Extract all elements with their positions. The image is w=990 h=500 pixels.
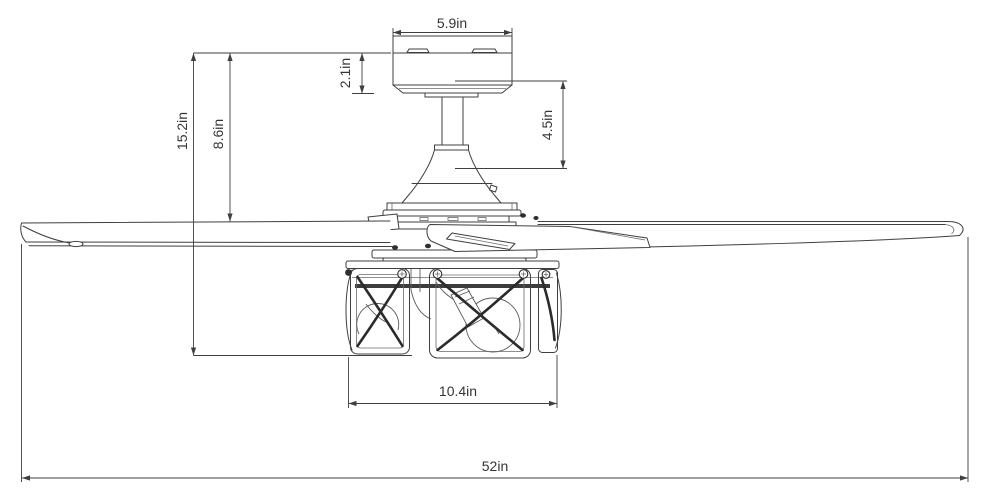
arrowhead — [549, 400, 557, 407]
right-blade-tip — [947, 221, 964, 236]
cage-left-frame-outer — [350, 268, 410, 355]
cage-screws — [345, 269, 551, 279]
dimensions: 5.9in 2.1in 4.5in 15.2in — [21, 15, 969, 482]
motor-lower-ring — [395, 215, 510, 223]
dim-blade-span: 52in — [21, 237, 969, 482]
arrowhead — [22, 475, 30, 481]
canopy-screw-slot-right — [471, 48, 498, 53]
ring-screw-1 — [419, 217, 429, 221]
cage-screw-cross — [399, 271, 405, 277]
arrowhead — [393, 29, 401, 36]
motor-flange-top — [386, 202, 518, 211]
left-blade-top-edge — [21, 220, 391, 224]
cage-right — [538, 269, 562, 353]
left-blade-lower-edge — [25, 241, 391, 243]
arrowhead — [560, 81, 566, 89]
cage-left-side-arc — [345, 269, 353, 351]
right-blade-tip-inner — [944, 224, 955, 235]
dim-canopy-height-label: 2.1in — [337, 58, 353, 88]
arrowhead — [190, 53, 197, 61]
plate-screw-bump — [392, 245, 398, 250]
extension-line — [21, 237, 969, 482]
canopy-screw-slot-left — [406, 48, 430, 53]
cage-center-brace-2 — [436, 277, 524, 352]
dim-ceiling-to-blades: 8.6in — [210, 53, 233, 222]
motor-flange-lip — [382, 209, 522, 217]
left-blade-face — [20, 221, 392, 247]
extension-line — [392, 28, 513, 36]
arrowhead — [190, 347, 197, 356]
front-blade-iron-slot-line — [454, 235, 509, 247]
cage-screw-end-left — [345, 269, 352, 276]
extension-line — [348, 355, 558, 408]
arrowhead — [560, 160, 566, 169]
arrowhead — [960, 475, 968, 481]
left-bulb-line — [365, 303, 387, 323]
cage-left-frame-inner — [356, 274, 404, 349]
ring-screw-3 — [477, 217, 487, 221]
dim-canopy-width-label: 5.9in — [437, 15, 467, 31]
socket-curve — [410, 289, 432, 320]
left-blade-iron-tip — [68, 240, 84, 248]
motor-bell — [401, 149, 502, 204]
ring-screw-2 — [447, 217, 459, 221]
canopy-step — [424, 92, 479, 98]
cage-left — [345, 268, 410, 355]
dim-downrod-length-label: 4.5in — [539, 110, 555, 140]
downrod — [434, 96, 469, 151]
motor-bell-clip — [489, 184, 498, 193]
fan-drawing — [20, 35, 964, 359]
left-blade-sweep — [22, 225, 71, 244]
front-blade — [426, 224, 651, 252]
cage-center-frame-outer — [429, 268, 531, 359]
arrowhead — [227, 213, 233, 222]
left-blade-tip — [20, 222, 27, 243]
dim-overall-height-label: 15.2in — [174, 112, 190, 150]
motor-housing — [367, 149, 522, 232]
cage-right-side-arc — [555, 272, 562, 349]
cage-screw-cross — [435, 271, 440, 277]
canopy-taper — [392, 84, 513, 94]
light-kit — [345, 260, 562, 359]
front-blade-crease — [569, 226, 646, 241]
canopy — [392, 35, 513, 98]
screw-bump — [533, 216, 539, 220]
arrowhead — [227, 53, 233, 61]
dim-canopy-width: 5.9in — [392, 15, 513, 36]
cage-left-brace-2 — [356, 275, 404, 348]
dim-downrod-length: 4.5in — [455, 80, 567, 169]
cage-screw-cross — [521, 271, 526, 277]
cage-right-brace — [540, 276, 556, 342]
socket-hardware — [410, 269, 455, 320]
left-blade — [20, 220, 393, 248]
center-bulb-hatch-2 — [458, 296, 475, 305]
cage-right-frame — [538, 269, 558, 353]
cage-screw-cross — [543, 272, 549, 277]
center-bulb-globe — [465, 297, 521, 353]
left-blade-bottom-edge — [28, 245, 393, 247]
dim-ceiling-to-blades-label: 8.6in — [210, 119, 226, 149]
canopy-body — [392, 52, 513, 86]
dim-blade-span-label: 52in — [482, 458, 508, 474]
cage-center-frame-inner — [435, 274, 525, 352]
arrowhead — [348, 400, 357, 407]
cage-center — [429, 268, 531, 359]
arrowhead — [359, 53, 365, 61]
downrod-collar — [434, 144, 469, 151]
dim-overall-height: 15.2in — [174, 53, 412, 356]
dim-canopy-height: 2.1in — [337, 53, 374, 94]
plate-screw-bump — [425, 243, 431, 249]
arrowhead — [504, 29, 512, 36]
arrowhead — [359, 85, 365, 94]
dim-light-kit-width: 10.4in — [348, 355, 558, 408]
light-kit-top-bar — [345, 260, 560, 269]
dim-light-kit-width-label: 10.4in — [439, 383, 477, 399]
screw-bump — [520, 213, 526, 218]
